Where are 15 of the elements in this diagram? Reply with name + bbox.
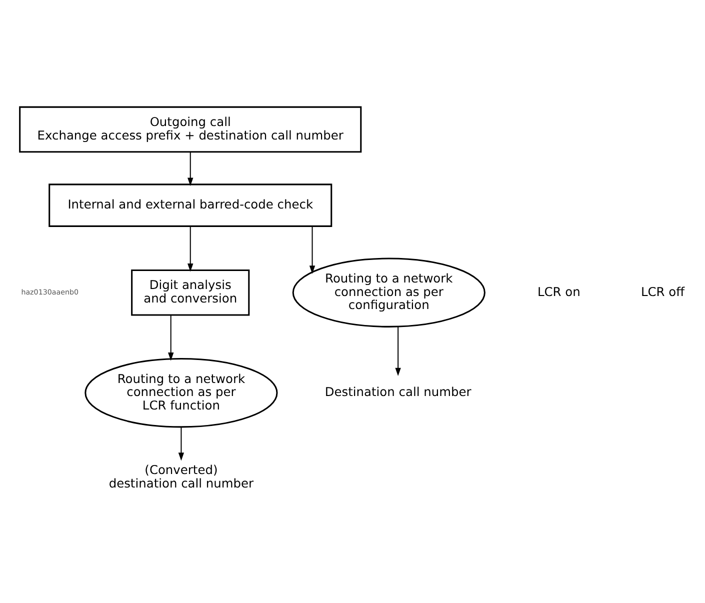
label: LCR on bbox=[537, 284, 580, 299]
arrow bbox=[188, 226, 194, 272]
node-ellipse: Routing to a network connection as per configuration bbox=[292, 258, 486, 328]
node-box: Digit analysis and conversion bbox=[131, 269, 250, 316]
node-text: (Converted) destination call number bbox=[108, 463, 254, 490]
arrow bbox=[395, 326, 401, 376]
label: LCR off bbox=[640, 284, 685, 299]
node-text: Destination call number bbox=[324, 385, 472, 400]
arrow bbox=[309, 226, 316, 274]
node-ellipse: Routing to a network connection as per LCR function bbox=[84, 358, 278, 428]
arrow bbox=[188, 152, 194, 186]
arrow bbox=[178, 426, 184, 461]
node-box: Outgoing call Exchange access prefix + destination call number bbox=[19, 106, 362, 153]
node-box: Internal and external barred-code check bbox=[48, 184, 332, 227]
arrow bbox=[168, 315, 174, 361]
